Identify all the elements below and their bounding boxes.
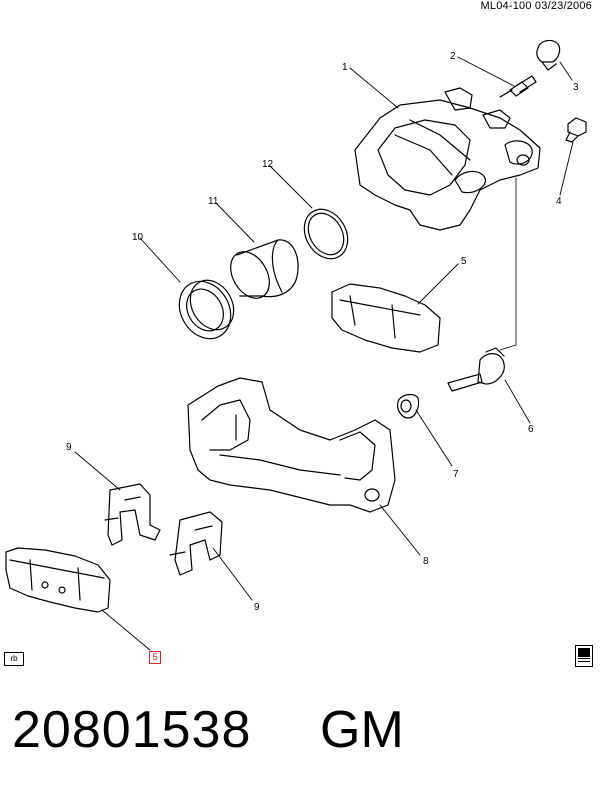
piston-seal bbox=[303, 208, 349, 260]
guide-bushing bbox=[397, 393, 420, 419]
bleeder-cap bbox=[536, 39, 561, 71]
rb-badge: rb bbox=[4, 652, 24, 666]
callout-1: 1 bbox=[342, 62, 348, 73]
leader-lines bbox=[74, 56, 574, 651]
callout-9-right: 9 bbox=[254, 602, 260, 613]
brand-name: GM bbox=[320, 701, 404, 759]
callout-6: 6 bbox=[528, 424, 534, 435]
guide-pin bbox=[447, 347, 505, 392]
brake-pad-outer bbox=[5, 547, 111, 613]
caliper-housing bbox=[354, 87, 541, 231]
callout-2: 2 bbox=[450, 51, 456, 62]
bleeder-valve bbox=[499, 75, 537, 98]
callout-4: 4 bbox=[556, 196, 562, 207]
caliper-bolt bbox=[565, 117, 587, 143]
pad-clip-right bbox=[169, 511, 223, 576]
caliper-bracket bbox=[187, 377, 396, 513]
callout-5: 5 bbox=[461, 256, 467, 267]
highlighted-callout-5[interactable]: 5 bbox=[149, 651, 161, 664]
callout-10: 10 bbox=[132, 232, 144, 243]
callout-9-left: 9 bbox=[66, 442, 72, 453]
brake-pad-inner bbox=[331, 283, 441, 353]
callout-8: 8 bbox=[423, 556, 429, 567]
callout-3: 3 bbox=[573, 82, 579, 93]
diagram-reference: ML04-100 03/23/2006 bbox=[480, 0, 592, 12]
piston-boot bbox=[178, 279, 235, 340]
callout-12: 12 bbox=[262, 159, 274, 170]
pad-clip-left bbox=[104, 483, 161, 546]
part-number: 20801538 bbox=[12, 701, 252, 759]
exploded-brake-caliper-diagram: 1 2 3 4 5 6 7 8 9 9 10 11 12 bbox=[5, 39, 587, 651]
document-icon[interactable] bbox=[575, 645, 593, 667]
callout-7: 7 bbox=[453, 469, 459, 480]
caliper-piston bbox=[230, 239, 299, 299]
callout-11: 11 bbox=[208, 196, 219, 207]
